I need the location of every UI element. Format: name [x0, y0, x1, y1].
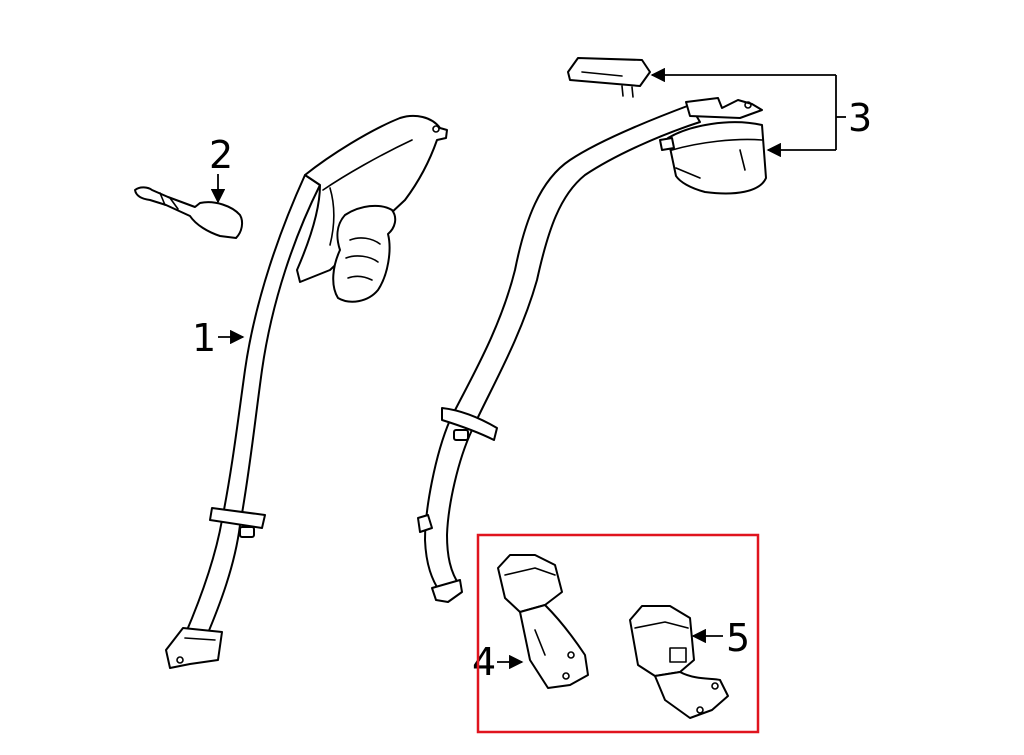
belt-clip-cover[interactable]	[134, 186, 244, 239]
buckle-assembly-right[interactable]	[629, 605, 729, 719]
callout-3: 3	[848, 96, 872, 140]
highlight-box	[476, 533, 760, 734]
buckle-assembly-left[interactable]	[497, 554, 589, 689]
callout-5: 5	[726, 616, 750, 660]
seat-belt-assembly-right[interactable]	[417, 57, 767, 603]
callout-4: 4	[472, 640, 496, 684]
seat-belt-assembly-left[interactable]	[165, 114, 448, 669]
leader-lines	[210, 67, 846, 670]
callout-1: 1	[192, 316, 216, 360]
callout-2: 2	[209, 133, 233, 177]
